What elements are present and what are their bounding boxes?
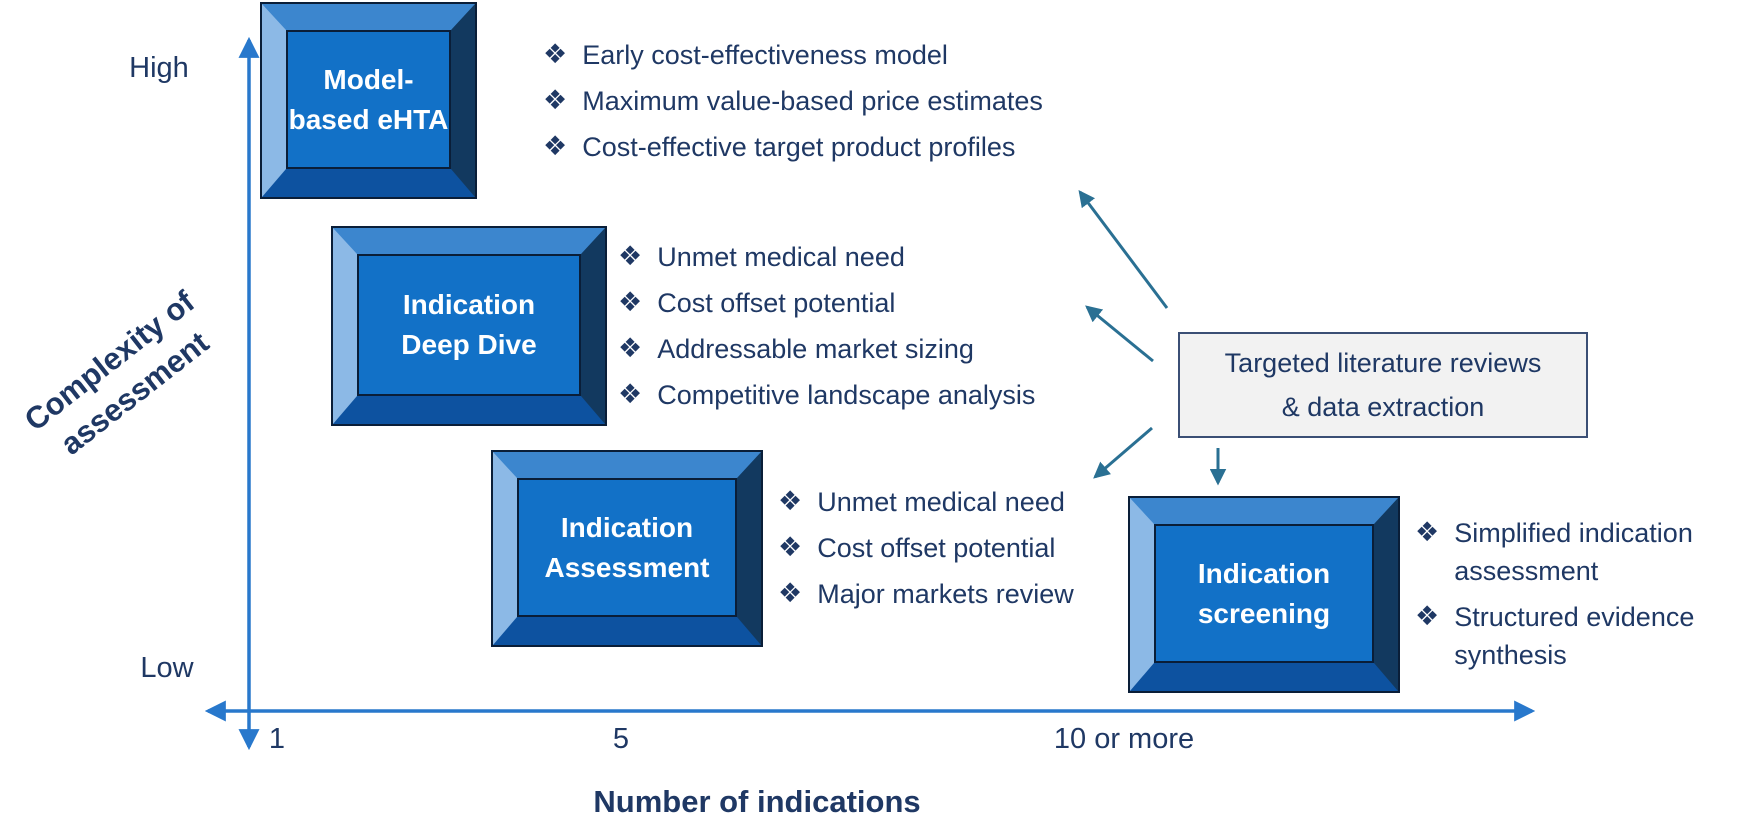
indication-assessment-bullet-list: ❖ Unmet medical need ❖ Cost offset poten… <box>778 479 1074 617</box>
diamond-bullet-icon: ❖ <box>778 578 803 609</box>
diamond-bullet-icon: ❖ <box>1415 601 1440 632</box>
box-title-indication-deep-dive: Indication Deep Dive <box>401 289 537 360</box>
list-item: ❖ Addressable market sizing <box>618 326 1035 372</box>
stage-box-model-based-ehta: Model- based eHTA <box>260 2 477 199</box>
diamond-bullet-icon: ❖ <box>543 39 568 70</box>
list-item: ❖ Cost offset potential <box>778 525 1074 571</box>
x-tick-10-or-more: 10 or more <box>1053 723 1195 755</box>
list-item: ❖ Unmet medical need <box>778 479 1074 525</box>
diamond-bullet-icon: ❖ <box>618 379 643 410</box>
targeted-literature-note-box: Targeted literature reviews & data extra… <box>1178 332 1588 438</box>
list-item: ❖ Early cost-effectiveness model <box>543 32 1043 78</box>
model-based-ehta-bullet-list: ❖ Early cost-effectiveness model ❖ Maxim… <box>543 32 1043 170</box>
list-item: ❖ Simplified indication assessment <box>1415 514 1724 590</box>
y-axis-high-label: High <box>129 52 189 84</box>
x-axis-title: Number of indications <box>593 784 921 819</box>
list-item: ❖ Cost offset potential <box>618 280 1035 326</box>
targeted-literature-note-text: Targeted literature reviews & data extra… <box>1224 348 1542 422</box>
list-item: ❖ Unmet medical need <box>618 234 1035 280</box>
list-item: ❖ Competitive landscape analysis <box>618 372 1035 418</box>
x-tick-5: 5 <box>612 723 630 755</box>
list-item: ❖ Major markets review <box>778 571 1074 617</box>
list-item: ❖ Structured evidence synthesis <box>1415 598 1724 674</box>
stage-box-indication-screening: Indication screening <box>1128 496 1400 693</box>
box-title-model-based-ehta: Model- based eHTA <box>288 63 449 135</box>
diamond-bullet-icon: ❖ <box>618 241 643 272</box>
box-title-indication-screening: Indication screening <box>1197 557 1331 629</box>
x-tick-1: 1 <box>268 723 286 755</box>
diamond-bullet-icon: ❖ <box>543 131 568 162</box>
diamond-bullet-icon: ❖ <box>543 85 568 116</box>
list-item: ❖ Maximum value-based price estimates <box>543 78 1043 124</box>
box-face: Model- based eHTA <box>286 30 451 169</box>
arrow-note-to-ehta-bullets <box>1078 190 1169 309</box>
diamond-bullet-icon: ❖ <box>778 532 803 563</box>
box-face: Indication Deep Dive <box>357 254 581 396</box>
box-face: Indication screening <box>1154 524 1374 663</box>
diamond-bullet-icon: ❖ <box>778 486 803 517</box>
stage-box-indication-deep-dive: Indication Deep Dive <box>331 226 607 426</box>
diamond-bullet-icon: ❖ <box>618 287 643 318</box>
arrow-note-to-assessment-bullets <box>1093 426 1153 479</box>
diamond-bullet-icon: ❖ <box>618 333 643 364</box>
list-item: ❖ Cost-effective target product profiles <box>543 124 1043 170</box>
stage-box-indication-assessment: Indication Assessment <box>491 450 763 647</box>
box-face: Indication Assessment <box>517 478 737 617</box>
y-axis-low-label: Low <box>140 652 194 684</box>
diamond-bullet-icon: ❖ <box>1415 517 1440 548</box>
indication-deep-dive-bullet-list: ❖ Unmet medical need ❖ Cost offset poten… <box>618 234 1035 418</box>
box-title-indication-assessment: Indication Assessment <box>544 511 710 583</box>
indication-screening-bullet-list: ❖ Simplified indication assessment ❖ Str… <box>1415 514 1724 682</box>
arrow-note-to-deepdive-bullets <box>1085 305 1154 363</box>
